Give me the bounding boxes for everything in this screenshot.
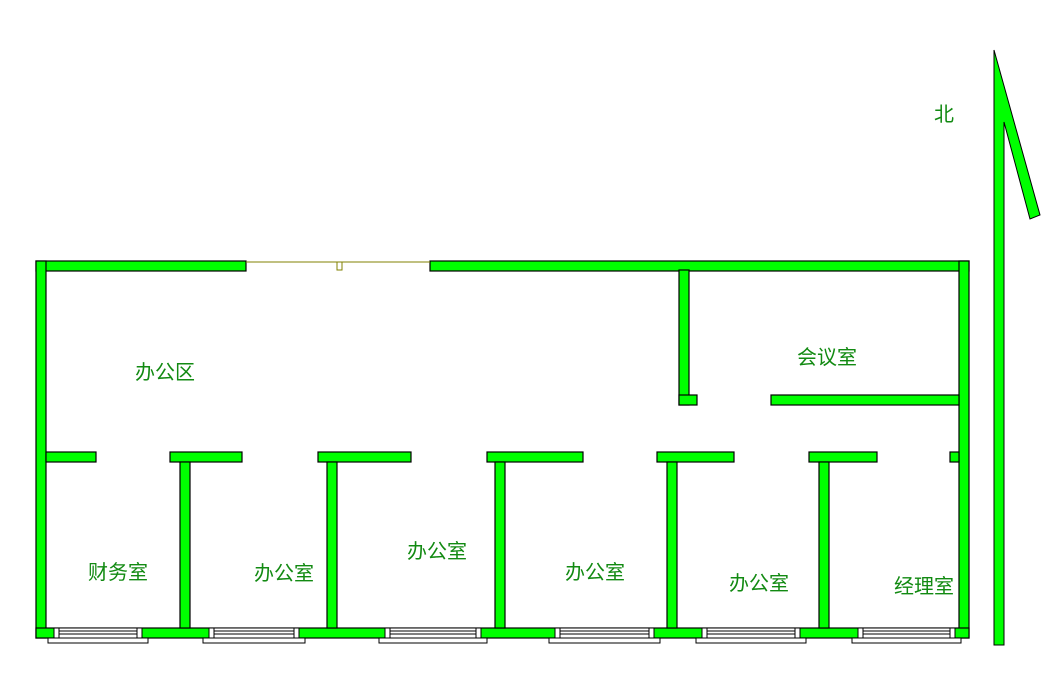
room-label-meeting-room: 会议室	[797, 345, 857, 369]
room-label-office: 办公室	[565, 560, 625, 584]
top-wall-left	[35, 260, 247, 272]
window	[378, 627, 488, 644]
windows	[47, 627, 962, 644]
bottom-wall	[35, 627, 970, 639]
north-label: 北	[934, 102, 954, 126]
room-label-finance-room: 财务室	[88, 560, 148, 584]
room-label-office: 办公室	[254, 561, 314, 585]
meeting-room-wall-horizontal	[770, 394, 960, 406]
room-label-office-area: 办公区	[135, 360, 195, 384]
corridor-wall	[656, 451, 735, 463]
top-wall-right	[429, 260, 970, 272]
walls	[35, 260, 970, 639]
meeting-room-wall-vertical	[678, 269, 690, 406]
room-label-office: 办公室	[407, 539, 467, 563]
corridor-wall	[45, 451, 97, 463]
room-label-office: 办公室	[729, 571, 789, 595]
corridor-wall	[808, 451, 878, 463]
corridor-wall	[317, 451, 412, 463]
partition-wall	[179, 461, 191, 629]
north-arrow-icon	[993, 49, 1041, 646]
window	[202, 627, 306, 644]
partition-wall	[666, 461, 678, 629]
left-wall	[35, 260, 47, 639]
entrance-door-mark	[336, 261, 343, 271]
corridor-wall	[949, 451, 960, 463]
window	[548, 627, 661, 644]
meeting-room-wall-stub	[678, 394, 698, 406]
partition-wall	[326, 461, 338, 629]
partition-wall	[818, 461, 830, 629]
room-label-manager-room: 经理室	[894, 574, 954, 598]
window	[47, 627, 149, 644]
window	[851, 627, 962, 644]
partition-wall	[494, 461, 506, 629]
window	[695, 627, 807, 644]
corridor-wall	[169, 451, 243, 463]
right-wall	[958, 260, 970, 639]
corridor-wall	[486, 451, 584, 463]
